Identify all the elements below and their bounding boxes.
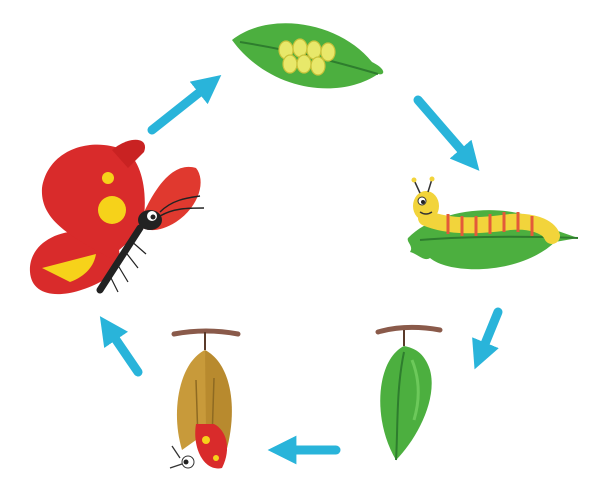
arrow-butterfly-to-eggs [152,84,210,130]
arrow-eggs-to-caterpillar [418,100,470,160]
green-chrysalis-icon [378,327,440,460]
eggs-on-leaf-icon [232,23,383,88]
butterfly-emerging-chrysalis-icon [170,331,238,468]
cycle-arrows [108,84,498,450]
arrow-caterpillar-to-pupa [480,312,498,356]
arrow-emerging-to-butterfly [108,328,138,372]
caterpillar-on-leaf-icon [408,177,578,270]
butterfly-icon [30,140,204,294]
